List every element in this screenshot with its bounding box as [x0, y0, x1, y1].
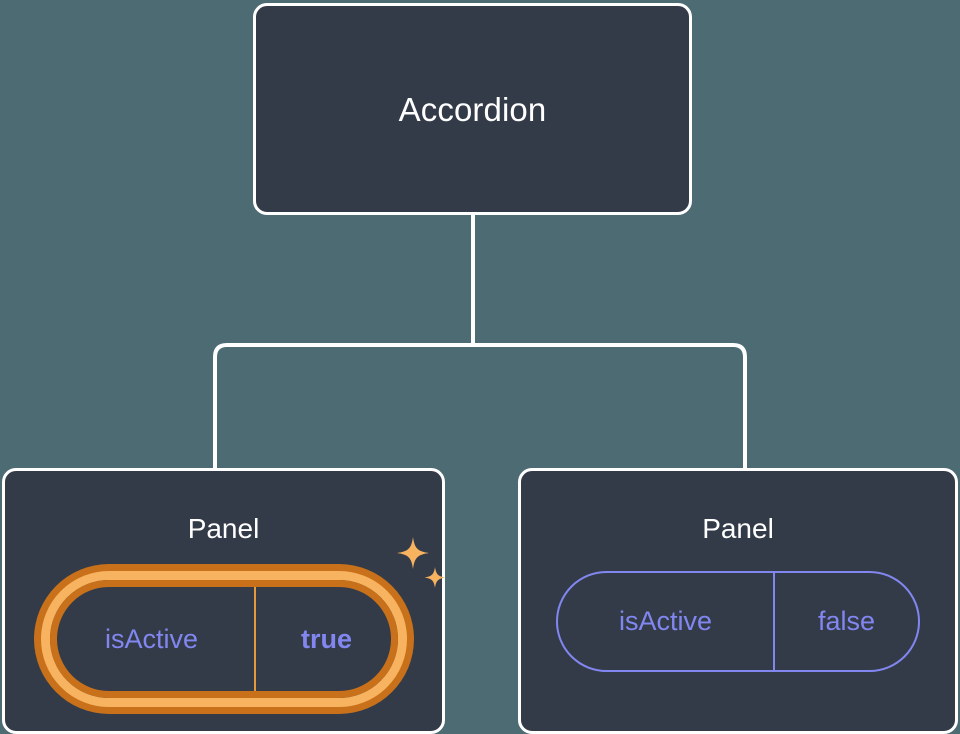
prop-pill-inactive-wrapper: isActive false [556, 571, 920, 672]
connector-branch-bus [213, 343, 747, 468]
prop-pill-inactive-value: false [817, 606, 876, 636]
prop-pill-active-wrapper: isActive true [40, 537, 445, 707]
sparkle-group [396, 537, 445, 588]
sparkle-large-icon [396, 537, 429, 569]
prop-pill-active-value: true [300, 623, 352, 654]
prop-pill-inactive-key: isActive [558, 573, 775, 670]
sparkle-small-icon [424, 567, 445, 588]
prop-pill-active[interactable]: isActive true [40, 571, 407, 707]
node-accordion-label: Accordion [398, 90, 547, 128]
node-panel-inactive-title: Panel [702, 513, 774, 544]
node-panel-inactive[interactable]: Panel isActive false [518, 468, 958, 734]
prop-pill-active-key: isActive [50, 580, 256, 698]
node-panel-active-title: Panel [187, 513, 260, 544]
node-panel-active[interactable]: Panel isActive true [2, 468, 445, 734]
prop-pill-inactive[interactable]: isActive false [556, 571, 920, 672]
node-accordion[interactable]: Accordion [253, 3, 692, 215]
